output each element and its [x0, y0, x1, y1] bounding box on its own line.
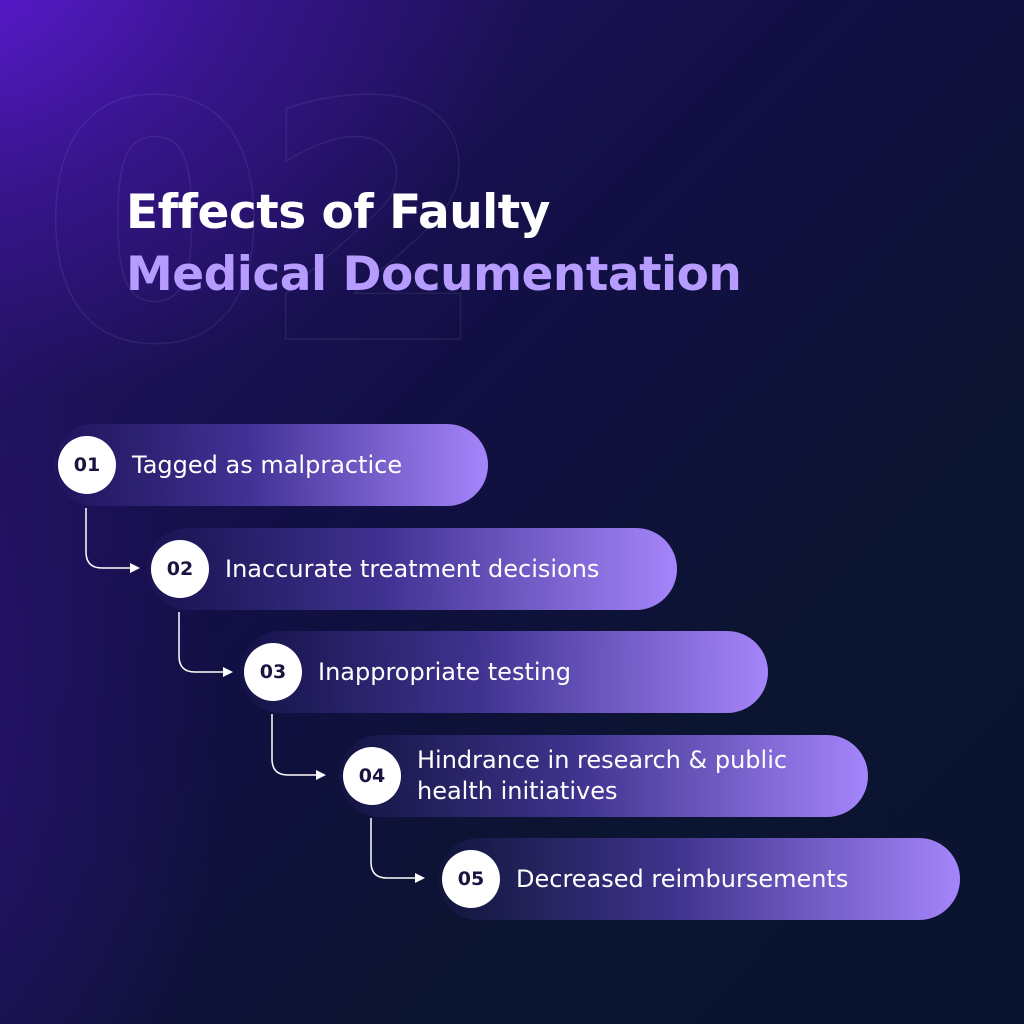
page-title: Effects of Faulty Medical Documentation: [126, 182, 742, 306]
step-number-badge: 01: [58, 436, 116, 494]
title-line-2: Medical Documentation: [126, 247, 742, 302]
connector-arrow-2: [178, 612, 225, 673]
step-4: 04 Hindrance in research & public health…: [339, 735, 868, 817]
step-label: Decreased reimbursements: [516, 864, 849, 893]
step-label: Hindrance in research & public health in…: [417, 746, 788, 805]
connector-arrow-4: [370, 818, 417, 879]
step-3: 03 Inappropriate testing: [240, 631, 768, 713]
step-number-badge: 03: [244, 643, 302, 701]
step-2: 02 Inaccurate treatment decisions: [147, 528, 677, 610]
step-number-badge: 05: [442, 850, 500, 908]
step-label: Inaccurate treatment decisions: [225, 554, 600, 583]
connector-arrow-3: [271, 714, 318, 776]
step-label: Inappropriate testing: [318, 657, 571, 686]
connector-arrow-1: [85, 508, 132, 569]
step-5: 05 Decreased reimbursements: [438, 838, 960, 920]
watermark-number: 02: [39, 33, 490, 417]
step-number-badge: 04: [343, 747, 401, 805]
step-label: Tagged as malpractice: [132, 450, 403, 479]
step-number-badge: 02: [151, 540, 209, 598]
step-1: 01 Tagged as malpractice: [54, 424, 488, 506]
title-line-1: Effects of Faulty: [126, 185, 550, 240]
